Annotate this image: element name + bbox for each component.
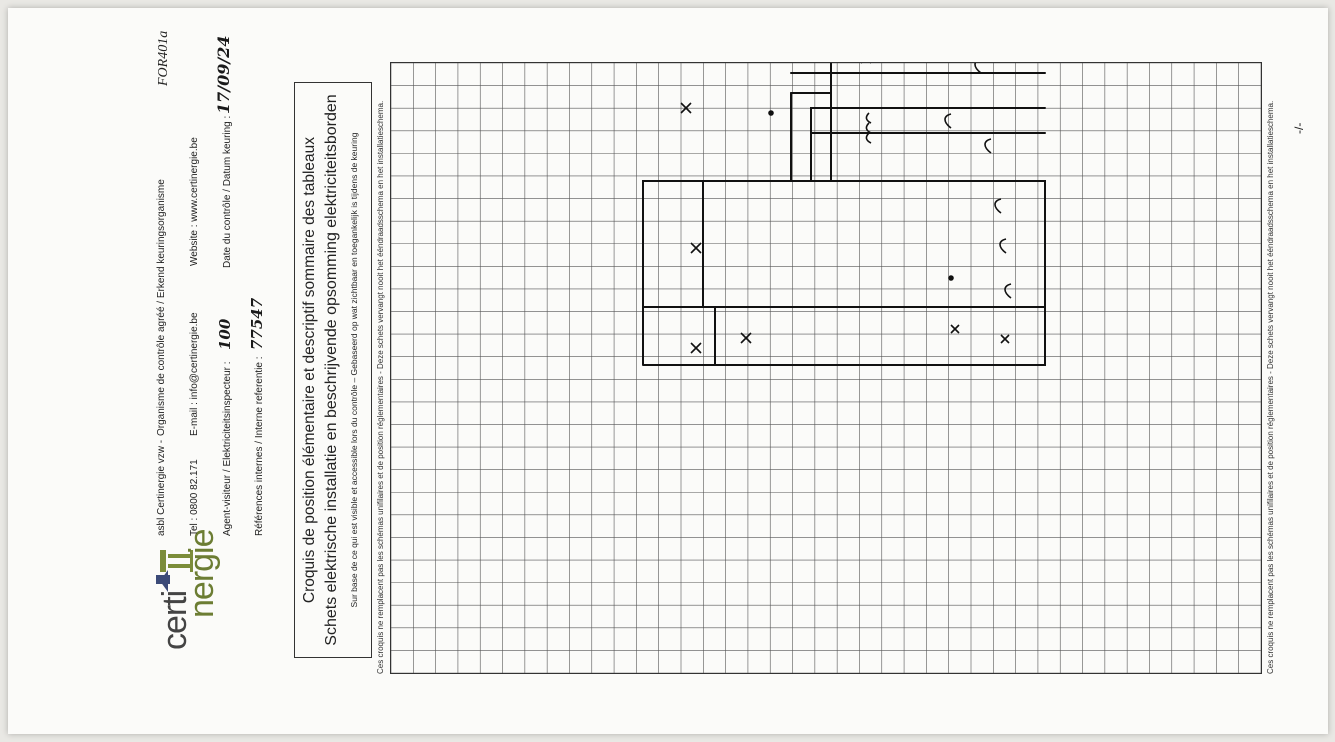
bottom-notice: Ces croquis ne remplacent pas les schéma… [1266, 100, 1275, 674]
certinergie-logo: certi nergie [156, 529, 222, 650]
ref-label: Références internes / Interne referentie… [254, 356, 265, 536]
date-label: Date du contrôle / Datum keuring : [222, 115, 233, 268]
top-notice: Ces croquis ne remplacent pas les schéma… [376, 100, 385, 674]
logo-word-bottom: nergie [183, 529, 221, 618]
title-nl: Schets elektrische installatie en beschr… [323, 94, 340, 646]
tel-text: Tel : 0800 82.171 [189, 459, 200, 536]
website-text: Website : www.certinergie.be [189, 137, 200, 266]
org-desc: Organisme de contrôle agréé / Erkend keu… [156, 179, 167, 436]
rotated-page-content: certi nergie asbl Certinergie vzw - Orga… [8, 8, 1328, 734]
grid-lines [391, 63, 1261, 673]
inspector-value: 100 [216, 318, 234, 350]
floor-plan-sketch [642, 63, 1046, 366]
title-box: Croquis de position élémentaire et descr… [294, 82, 372, 658]
org-name: asbl Certinergie vzw - [156, 439, 167, 536]
form-code: FOR401a [156, 30, 171, 86]
title-note: Sur base de ce qui est visible et access… [349, 132, 359, 608]
email-text: E-mail : info@certinergie.be [189, 312, 200, 436]
inspector-label: Agent-visiteur / Elektriciteitsinspecteu… [222, 361, 233, 536]
ref-value: 77547 [248, 297, 266, 350]
title-fr: Croquis de position élémentaire et descr… [301, 136, 318, 604]
document-page: certi nergie asbl Certinergie vzw - Orga… [8, 8, 1328, 734]
house-logo-icon [156, 550, 193, 592]
date-value: 17/09/24 [214, 35, 233, 114]
page-mark: -/- [1292, 122, 1306, 134]
drawing-grid [390, 62, 1262, 674]
